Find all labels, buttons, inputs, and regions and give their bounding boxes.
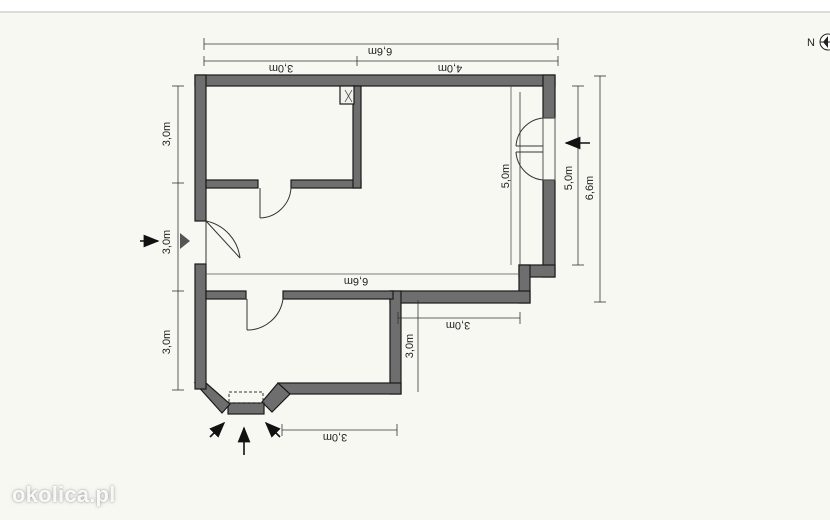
compass-icon: N	[807, 33, 830, 51]
paper-sheet	[0, 12, 830, 520]
entry-arrows	[140, 136, 590, 455]
dim-left-lower: 3,0m	[161, 330, 173, 354]
dimension-labels: 6,6m 3,0m 4,0m 3,0m 3,0m 3,0m 5,0m 5,0m …	[161, 45, 596, 443]
dim-top-total: 6,6m	[368, 45, 392, 57]
entrance-marker-icon	[180, 233, 190, 249]
dim-step-horizontal: 3,0m	[446, 319, 470, 331]
dim-right-outer: 5,0m	[563, 166, 575, 190]
dimension-lines	[172, 38, 606, 436]
interior-lines	[206, 86, 519, 275]
doors	[205, 117, 556, 404]
dim-right-inner: 5,0m	[500, 164, 512, 188]
arrow-bay-right	[264, 421, 281, 438]
dim-middle-width: 6,6m	[344, 275, 368, 287]
dim-bottom-bay: 3,0m	[323, 431, 347, 443]
dim-right-total: 6,6m	[584, 176, 596, 200]
arrow-bay-left	[209, 421, 226, 438]
watermark-logo: okolica.pl	[12, 482, 116, 507]
dim-top-left: 3,0m	[269, 62, 293, 74]
dim-top-right: 4,0m	[438, 62, 462, 74]
dim-left-upper: 3,0m	[161, 122, 173, 146]
dim-left-middle: 3,0m	[161, 230, 173, 254]
dim-step-vertical: 3,0m	[404, 334, 416, 358]
compass-label: N	[807, 37, 815, 49]
